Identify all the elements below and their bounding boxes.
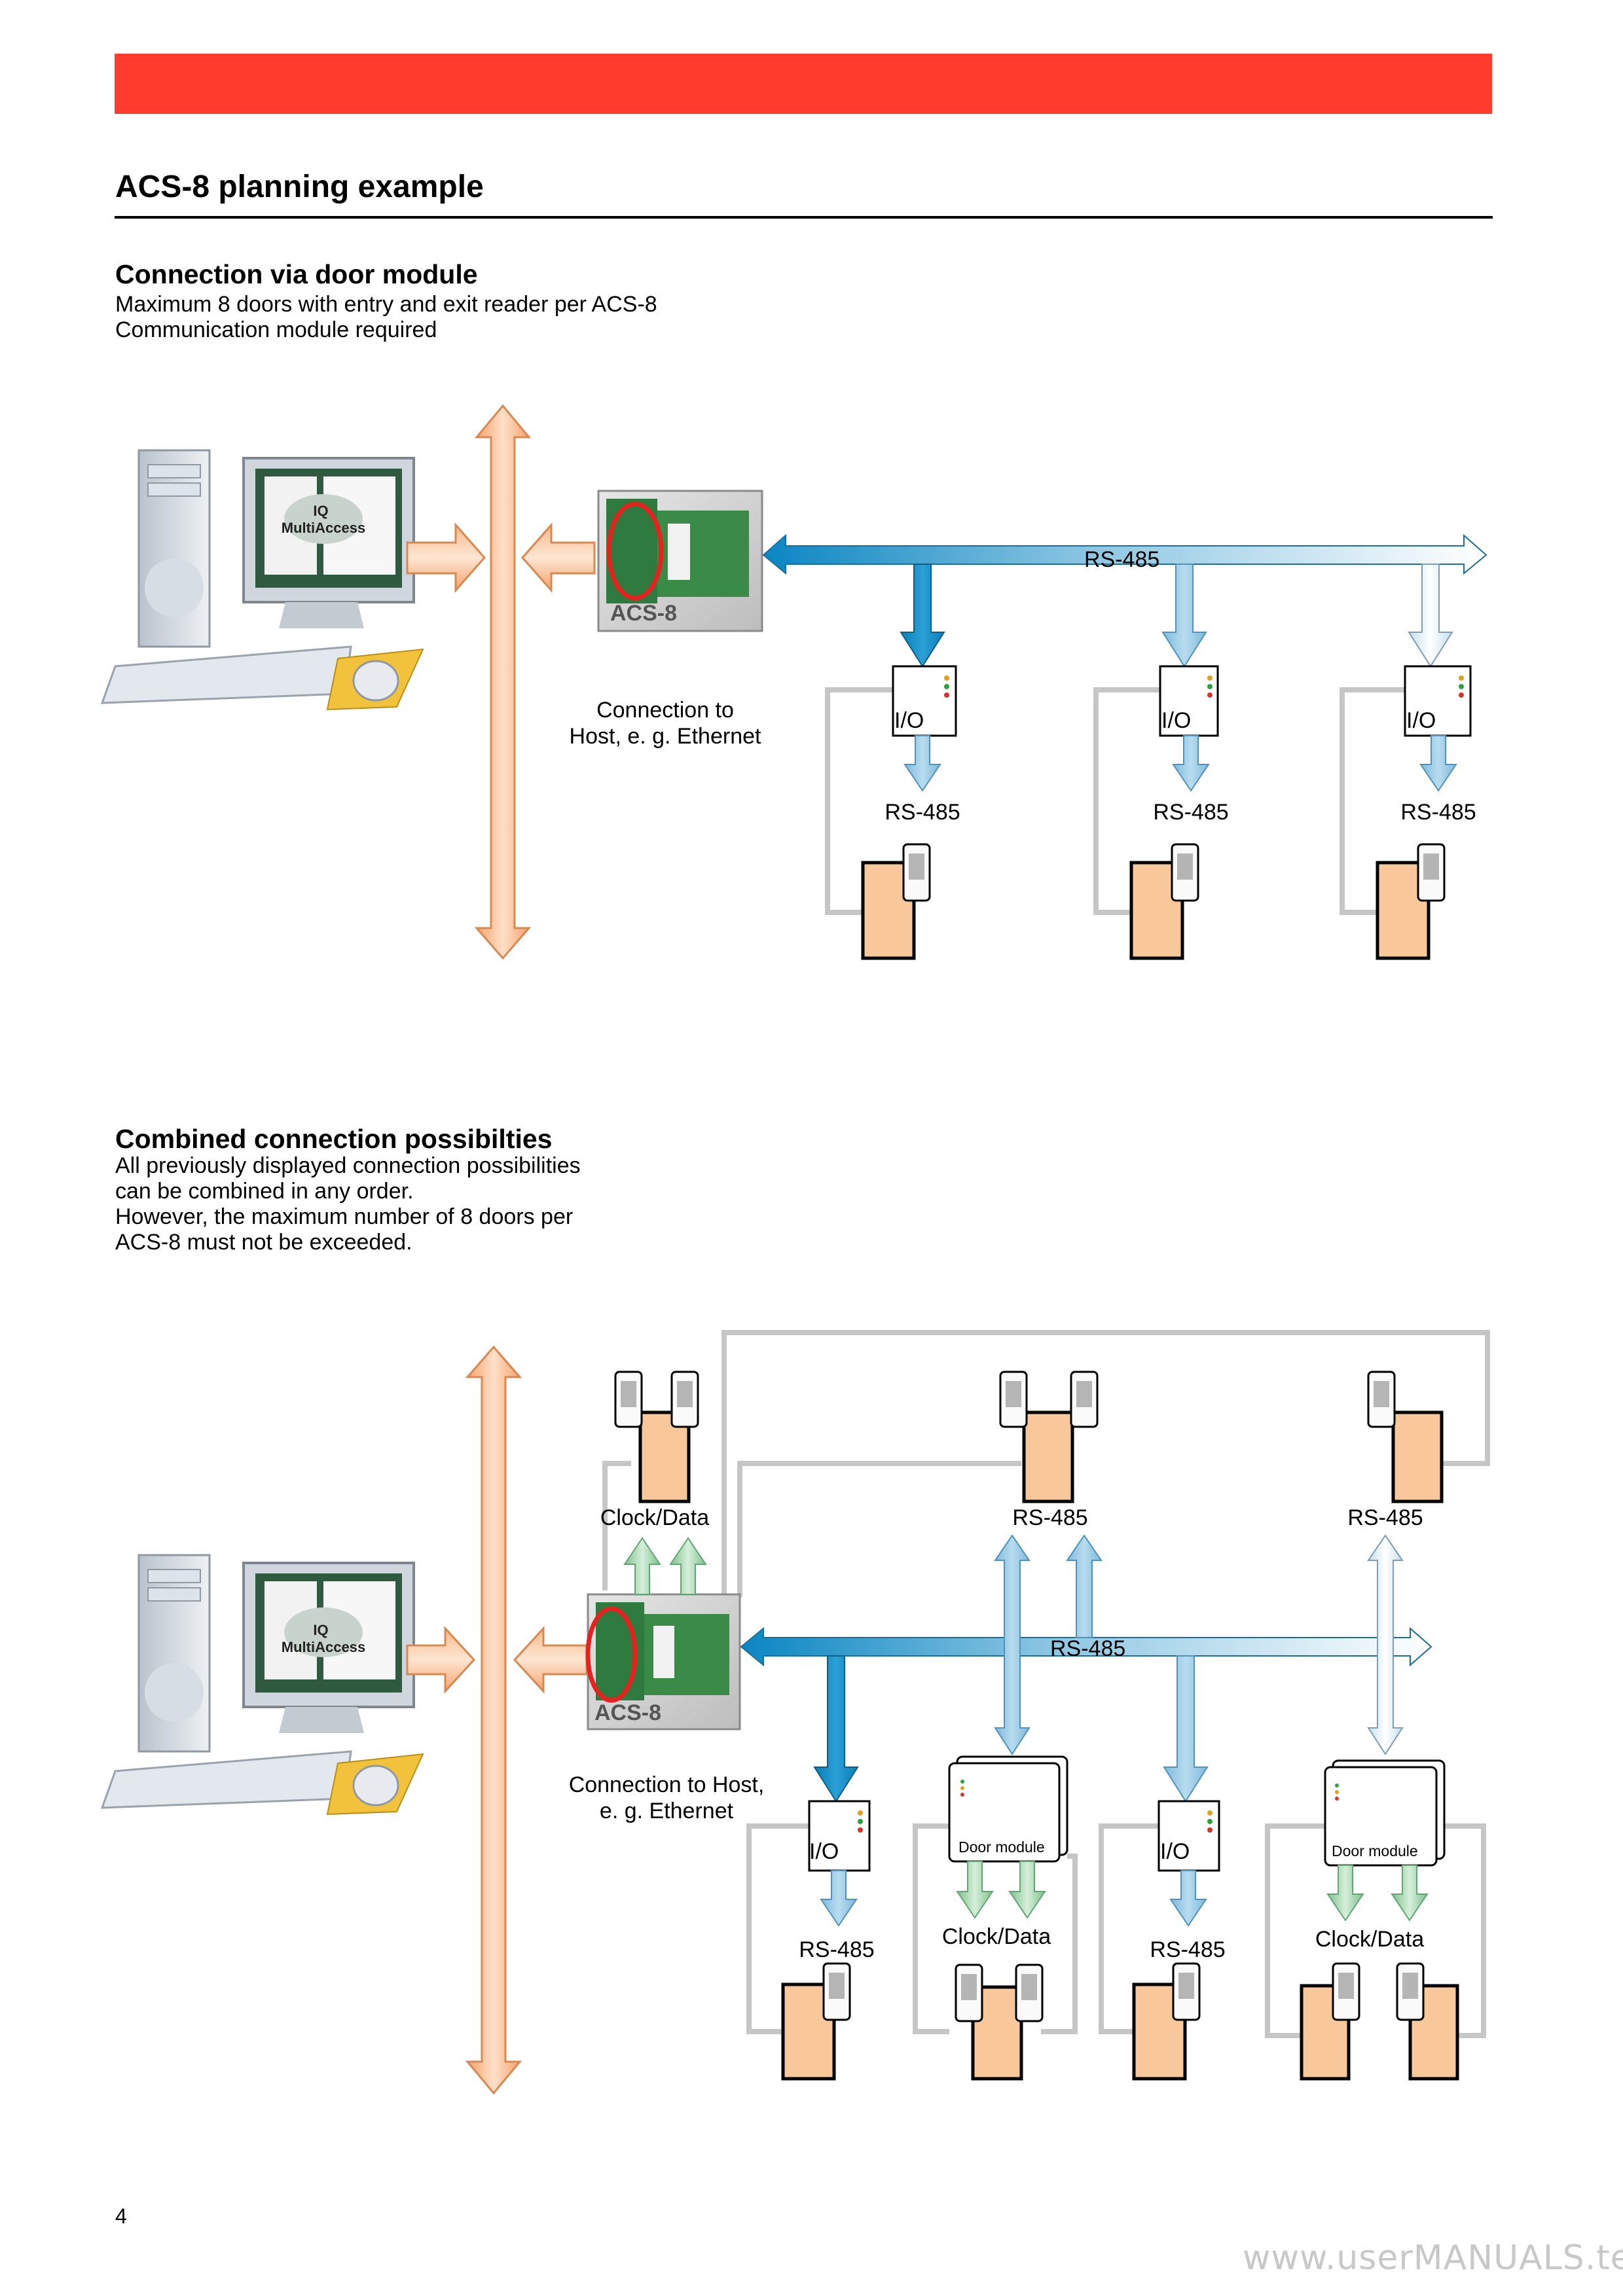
page-number: 4 (115, 2204, 127, 2228)
rs485-reader-group: RS-485 (994, 1371, 1103, 1755)
rs485-label: RS-485 (1012, 1505, 1087, 1530)
bus-up-arrow (1066, 1534, 1103, 1638)
software-label-iq: IQ (313, 503, 328, 519)
io-output-arrow (820, 1870, 858, 1927)
bus-drop-arrow (1163, 1655, 1209, 1803)
clock-data-arrow (956, 1861, 994, 1919)
door-bus-label: RS-485 (1153, 800, 1228, 825)
rs485-reader-group: RS-485 (1347, 1371, 1444, 1755)
cable (721, 1330, 1490, 1597)
software-label-iq: IQ (313, 1622, 328, 1638)
io-branch: I/O RS-485 (746, 1655, 875, 2081)
door-module-branch: Door module Clock/Data (913, 1755, 1078, 2081)
bus-label: RS-485 (1084, 547, 1159, 572)
host-computer-icon: IQ MultiAccess (100, 449, 424, 711)
rs485-label: RS-485 (1347, 1505, 1423, 1530)
rs485-label: RS-485 (1150, 1937, 1225, 1962)
host-computer-icon: IQ MultiAccess (100, 1554, 424, 1816)
section2-line: can be combined in any order. (115, 1179, 414, 1204)
door-module-label: Door module (1332, 1842, 1418, 1859)
host-to-network-arrow (406, 522, 486, 593)
controller-label: ACS-8 (594, 1700, 661, 1725)
door-module-branch: Door module Clock/Data (1265, 1759, 1486, 2081)
door-branch: I/O RS-485 (1340, 564, 1476, 960)
bidirectional-bus-arrow (994, 1534, 1030, 1755)
io-module-label: I/O (1161, 708, 1191, 733)
page-title: ACS-8 planning example (115, 170, 484, 204)
network-to-controller-arrow (521, 522, 596, 593)
network-to-controller-arrow (513, 1626, 588, 1694)
host-connection-label: Host, e. g. Ethernet (570, 724, 761, 749)
diagram-combined-connection: IQ MultiAccess ACS-8 Clock/Data (100, 1330, 1490, 2095)
section2-heading: Combined connection possibilties (115, 1124, 553, 1154)
bus-drop-arrow (900, 564, 945, 668)
network-backbone-arrow (474, 404, 532, 960)
section2-description: All previously displayed connection poss… (115, 1153, 581, 1255)
header-bar (115, 54, 1492, 114)
clock-data-arrow (1391, 1865, 1429, 1922)
watermark: www.userMANUALS.tech (1243, 2238, 1623, 2278)
door-branch: I/O RS-485 (825, 564, 960, 960)
io-output-arrow (1169, 1870, 1207, 1927)
section2-line: However, the maximum number of 8 doors p… (115, 1204, 574, 1229)
clock-data-arrow (1326, 1865, 1364, 1922)
bus-drop-arrow (1161, 564, 1207, 668)
acs8-controller: ACS-8 (597, 490, 763, 632)
bidirectional-bus-arrow (1367, 1534, 1404, 1755)
io-branch: I/O RS-485 (1099, 1655, 1226, 2081)
clock-data-arrow (623, 1537, 661, 1595)
io-module-label: I/O (1406, 708, 1436, 733)
io-module-label: I/O (809, 1839, 839, 1864)
software-label-multiaccess: MultiAccess (282, 1639, 365, 1655)
controller-label: ACS-8 (610, 601, 677, 626)
clock-data-arrow (669, 1537, 707, 1595)
cable (602, 1461, 631, 1590)
rs485-label: RS-485 (799, 1937, 874, 1962)
rs485-bus-arrow (762, 533, 1487, 575)
host-connection-label: e. g. Ethernet (600, 1799, 734, 1823)
clock-data-label: Clock/Data (942, 1924, 1051, 1949)
io-module-label: I/O (1160, 1839, 1190, 1864)
door-bus-label: RS-485 (884, 800, 960, 825)
acs8-controller: ACS-8 (585, 1593, 741, 1731)
io-output-arrow (1172, 735, 1210, 792)
door-bus-label: RS-485 (1400, 800, 1476, 825)
network-backbone-arrow (465, 1345, 522, 2095)
clock-data-label: Clock/Data (600, 1505, 709, 1530)
door-module-label: Door module (958, 1839, 1045, 1856)
clock-data-reader-group: Clock/Data (600, 1371, 709, 1595)
rs485-bus-arrow (740, 1626, 1432, 1667)
host-connection-label: Connection to (596, 698, 734, 723)
section2-line: ACS-8 must not be exceeded. (115, 1230, 412, 1255)
io-output-arrow (1419, 735, 1457, 792)
section1-description: Maximum 8 doors with entry and exit read… (115, 292, 657, 343)
host-to-network-arrow (406, 1626, 476, 1694)
diagram-direct-connection: IQ MultiAccess ACS-8 RS-485 Connection t… (100, 404, 1487, 960)
io-output-arrow (903, 735, 941, 792)
section1-heading: Connection via door module (115, 259, 478, 289)
bus-drop-arrow (1408, 564, 1453, 668)
bus-label: RS-485 (1050, 1636, 1125, 1661)
io-module-label: I/O (894, 708, 924, 733)
door-branch: I/O RS-485 (1093, 564, 1229, 960)
clock-data-arrow (1008, 1861, 1046, 1919)
clock-data-label: Clock/Data (1315, 1927, 1424, 1952)
section2-line: All previously displayed connection poss… (115, 1153, 581, 1178)
section1-line: Maximum 8 doors with entry and exit read… (115, 292, 657, 317)
host-connection-label: Connection to Host, (569, 1772, 765, 1797)
section1-line: Communication module required (115, 317, 437, 342)
software-label-multiaccess: MultiAccess (282, 520, 365, 536)
title-rule (115, 216, 1493, 219)
cable (737, 1461, 1021, 1597)
bus-drop-arrow (813, 1655, 859, 1803)
